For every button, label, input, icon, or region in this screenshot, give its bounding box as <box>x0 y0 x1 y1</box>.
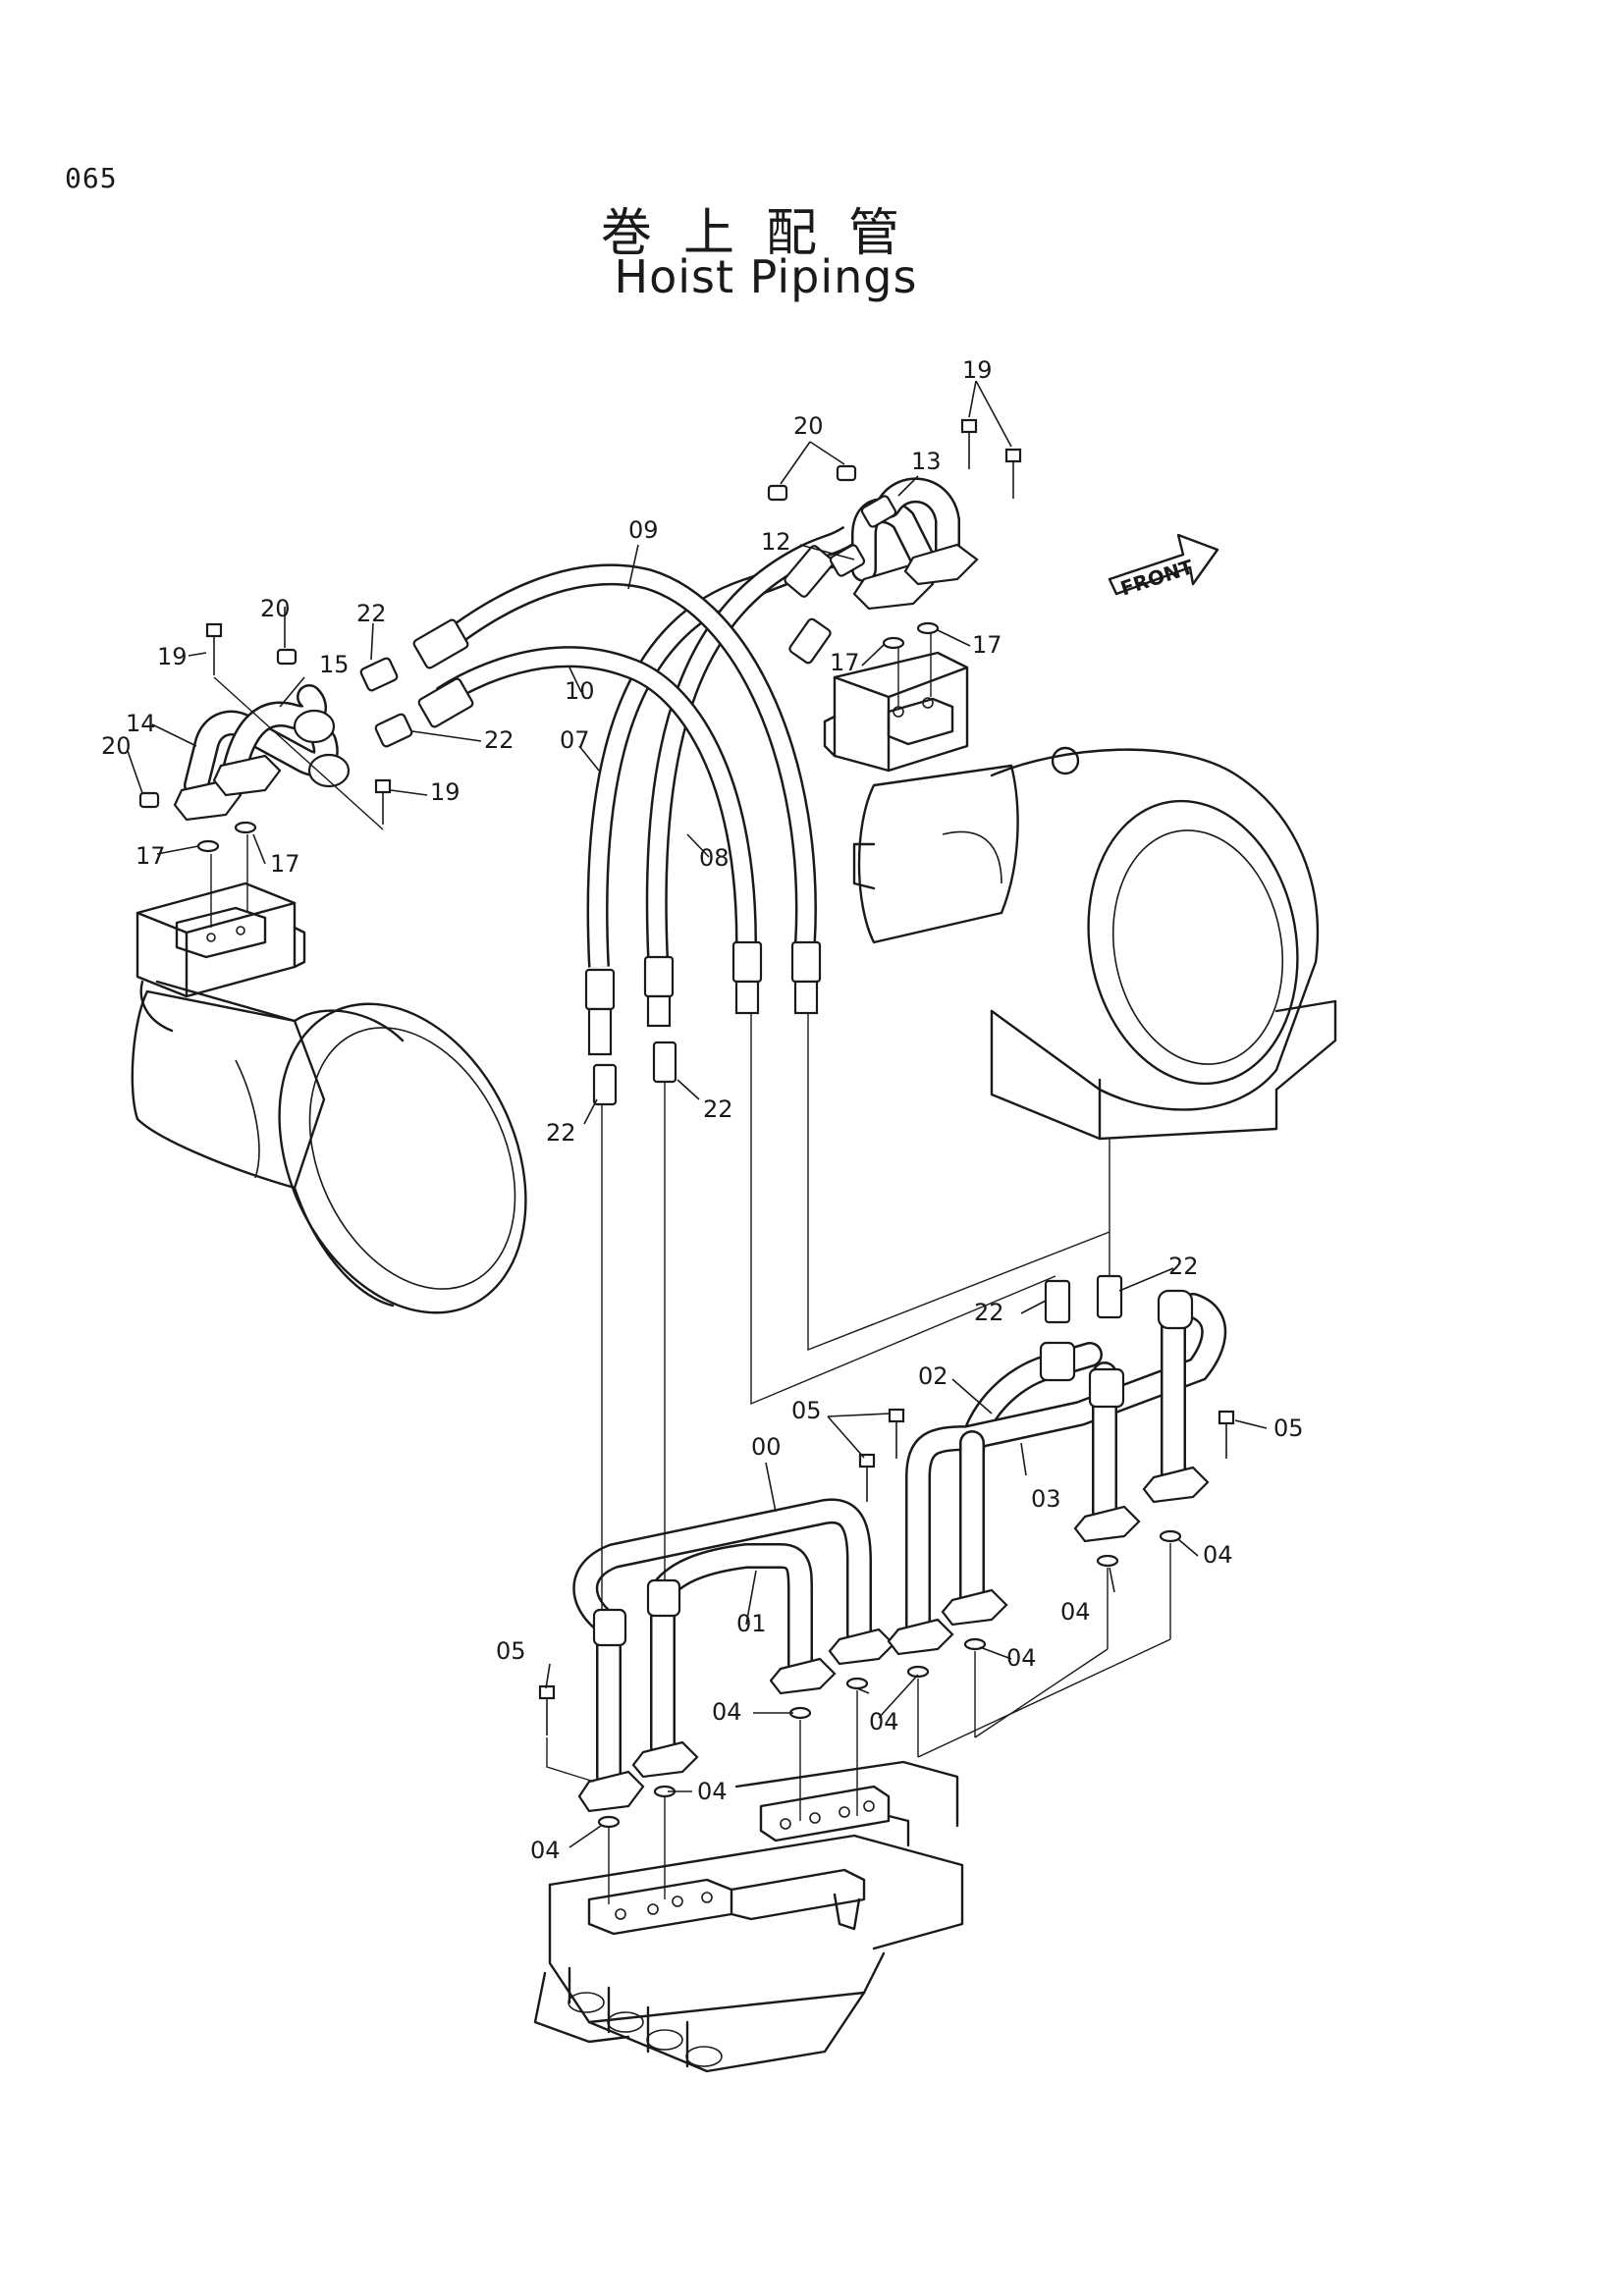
callout-22: 22 <box>974 1299 1004 1326</box>
pipe-14-15 <box>173 684 351 822</box>
callout-17: 17 <box>972 631 1002 659</box>
callout-22: 22 <box>546 1119 576 1147</box>
callout-02: 02 <box>918 1362 948 1390</box>
page-number: 065 <box>65 162 118 194</box>
callout-07: 07 <box>560 726 590 754</box>
callout-20: 20 <box>793 412 824 440</box>
hose-10 <box>435 646 757 943</box>
callout-19: 19 <box>157 643 188 670</box>
pipe-12-13 <box>829 477 979 611</box>
callout-03: 03 <box>1031 1485 1061 1513</box>
title-english: Hoist Pipings <box>614 250 918 303</box>
callout-01: 01 <box>736 1610 767 1637</box>
pipe-01 <box>650 1543 813 1682</box>
callout-00: 00 <box>751 1433 782 1461</box>
callout-12: 12 <box>761 528 791 556</box>
hose-09 <box>445 563 817 943</box>
plug-set <box>138 464 857 809</box>
callout-04: 04 <box>530 1837 561 1864</box>
callout-04: 04 <box>712 1698 742 1726</box>
callout-14: 14 <box>126 710 156 737</box>
fitting-22-set <box>359 657 1123 1324</box>
title-japanese: 巻上配管 <box>600 204 931 263</box>
o-ring-set <box>196 621 1182 1829</box>
front-label: FRONT <box>1117 555 1196 601</box>
callout-22: 22 <box>703 1095 733 1123</box>
callout-05: 05 <box>496 1637 526 1665</box>
callout-19: 19 <box>430 778 460 806</box>
callout-20: 20 <box>101 732 132 760</box>
callout-22: 22 <box>356 600 387 627</box>
pipe-flanges <box>577 1466 1210 1813</box>
pipe-tees <box>592 1289 1194 1647</box>
callout-17: 17 <box>830 649 860 676</box>
pipe-00 <box>572 1498 872 1647</box>
callout-17: 17 <box>135 842 166 870</box>
callout-22: 22 <box>1168 1253 1199 1280</box>
callout-04: 04 <box>1060 1598 1091 1626</box>
callout-19: 19 <box>962 356 993 384</box>
callout-09: 09 <box>628 516 659 544</box>
front-direction-arrow: FRONT <box>1108 533 1219 601</box>
callout-04: 04 <box>697 1778 728 1805</box>
hose-end-fittings-right <box>784 545 835 665</box>
callout-08: 08 <box>699 844 730 872</box>
assembly-guide-lines <box>210 633 1171 1904</box>
right-winch-drum <box>823 651 1337 1141</box>
pipe-03 <box>905 1293 1227 1642</box>
hose-end-fittings <box>584 940 822 1056</box>
callout-20: 20 <box>260 595 291 622</box>
hose-end-fittings-left <box>412 618 474 728</box>
callout-04: 04 <box>869 1708 899 1735</box>
callout-17: 17 <box>270 850 300 878</box>
hose-08 <box>645 525 856 958</box>
callout-04: 04 <box>1203 1541 1233 1569</box>
control-valve <box>533 1760 964 2073</box>
bolt-set <box>205 418 1235 1735</box>
pipe-vertical-left <box>596 1587 676 1789</box>
callout-05: 05 <box>791 1397 822 1424</box>
left-hoist-motor <box>131 881 527 1314</box>
callout-13: 13 <box>911 448 942 475</box>
callout-22: 22 <box>484 726 514 754</box>
callout-labels: 19 20 13 09 12 20 22 19 15 14 10 22 07 2… <box>101 356 1304 1864</box>
callout-10: 10 <box>565 677 595 705</box>
callout-leaders <box>127 380 1268 1848</box>
callout-15: 15 <box>319 651 350 678</box>
callout-05: 05 <box>1273 1415 1304 1442</box>
callout-04: 04 <box>1006 1644 1037 1672</box>
